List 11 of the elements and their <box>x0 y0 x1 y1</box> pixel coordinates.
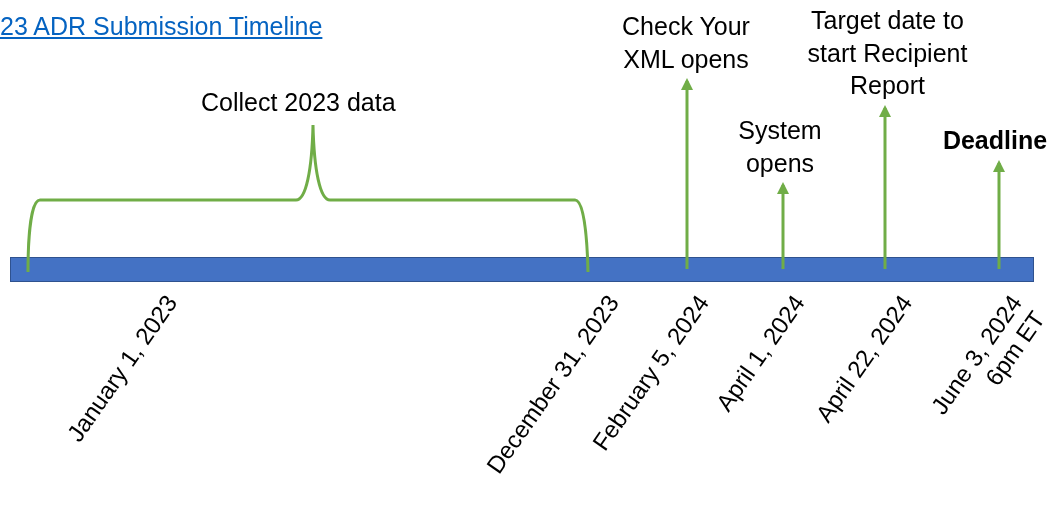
milestone-label: System opens <box>738 116 822 177</box>
title-link: 23 ADR Submission Timeline <box>0 12 323 41</box>
milestone-label: Target date to start Recipient Report <box>807 6 968 99</box>
milestone-label: Deadline <box>942 126 1048 154</box>
arrow <box>777 182 789 269</box>
bracket-label: Collect 2023 data <box>201 87 396 118</box>
timeline-bar <box>10 257 1034 282</box>
arrow <box>681 78 693 269</box>
milestone-label: Check Your XML opens <box>622 12 750 73</box>
arrow <box>993 160 1005 269</box>
arrow <box>879 105 891 269</box>
